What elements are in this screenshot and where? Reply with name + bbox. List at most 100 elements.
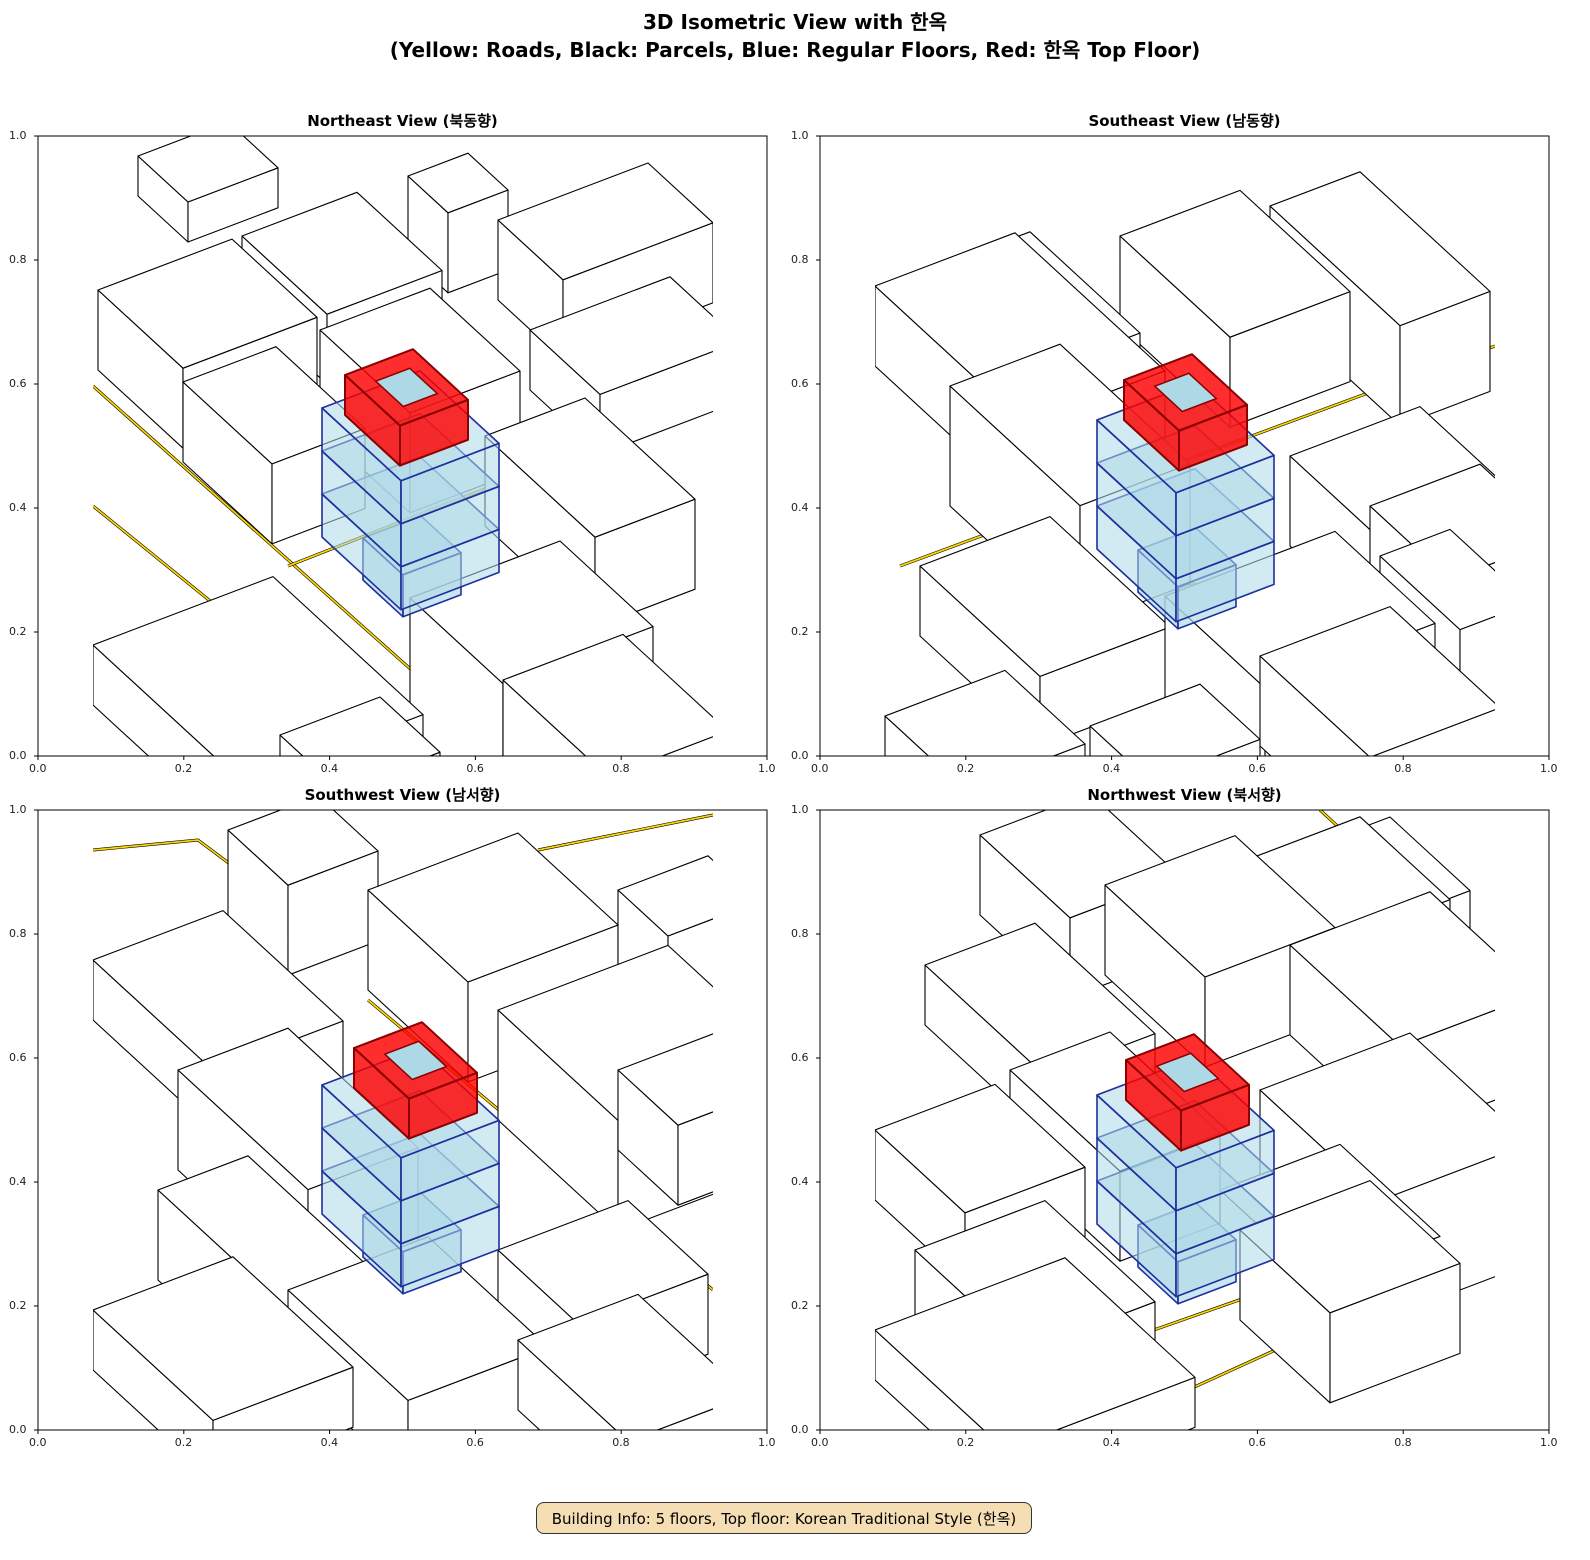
parcel-building-top-face (1239, 1180, 1461, 1314)
x-tick-label: 1.0 (1540, 1436, 1558, 1449)
scene (875, 171, 1495, 756)
isometric-view (816, 135, 1550, 760)
scene (93, 136, 713, 756)
parcel-building-top-face (1269, 171, 1491, 327)
scene (93, 810, 713, 1430)
y-tick-label: 0.6 (791, 1051, 809, 1064)
parcel-building-top-face (617, 1033, 713, 1126)
x-tick-label: 0.8 (612, 1436, 630, 1449)
x-tick-label: 0.0 (811, 1436, 829, 1449)
isometric-view (816, 809, 1550, 1434)
parcel-building-top-face (137, 136, 279, 203)
parcel-building-top-face (1289, 891, 1495, 1047)
parcel-building-top-face (529, 276, 713, 395)
parcel-building-top-face (875, 1257, 1196, 1430)
y-tick-label: 0.6 (791, 377, 809, 390)
parcel-building-top-face (1119, 189, 1351, 338)
x-tick-label: 0.6 (466, 762, 484, 775)
y-tick-label: 0.8 (9, 253, 27, 266)
y-tick-label: 1.0 (9, 129, 27, 142)
scene (875, 810, 1495, 1430)
x-tick-label: 0.2 (174, 1436, 193, 1449)
parcel-building-top-face (93, 910, 344, 1071)
isometric-view (34, 809, 768, 1434)
y-tick-label: 0.6 (9, 377, 27, 390)
x-tick-label: 0.6 (1248, 762, 1266, 775)
x-tick-label: 0.4 (320, 1436, 339, 1449)
x-tick-label: 0.2 (956, 762, 975, 775)
y-tick-label: 0.4 (9, 501, 27, 514)
parcel-building-top-face (497, 162, 713, 281)
parcel-building-top-face (93, 1256, 354, 1421)
building-info-box: Building Info: 5 floors, Top floor: Kore… (536, 1502, 1032, 1534)
parcel-building-front-face (677, 1111, 713, 1206)
y-tick-label: 0.0 (791, 749, 809, 762)
x-tick-label: 0.4 (1102, 1436, 1121, 1449)
axes-frame (37, 809, 768, 1431)
panel-title: Northwest View (북서향) (1087, 786, 1282, 804)
figure-title: 3D Isometric View with 한옥 (643, 10, 947, 34)
x-tick-label: 1.0 (758, 762, 776, 775)
x-tick-label: 0.0 (29, 1436, 47, 1449)
parcel-building-top-face (279, 696, 441, 756)
y-tick-label: 0.8 (791, 253, 809, 266)
y-tick-label: 0.6 (9, 1051, 27, 1064)
x-tick-label: 0.0 (29, 762, 47, 775)
parcel-building-top-face (502, 633, 713, 756)
x-tick-label: 0.2 (956, 1436, 975, 1449)
y-tick-label: 0.0 (791, 1423, 809, 1436)
road-line (537, 814, 713, 851)
parcel-building-top-face (227, 810, 379, 886)
y-tick-label: 0.0 (9, 1423, 27, 1436)
hanok-courtyard (1153, 372, 1218, 413)
y-tick-label: 0.2 (9, 1299, 27, 1312)
parcel-building-top-face (884, 669, 1086, 756)
parcel-building-top-face (617, 855, 713, 937)
view-panel: 0.0 0.2 0.4 0.6 0.8 1.0 0.0 0.2 0.4 0.6 0.8 1.0 (791, 803, 1558, 1449)
panel-title: Southeast View (남동향) (1088, 112, 1281, 130)
parcel-building-top-face (1089, 683, 1261, 756)
x-tick-label: 0.8 (1394, 1436, 1412, 1449)
parcel-building-top-face (517, 1293, 713, 1430)
y-tick-label: 1.0 (791, 129, 809, 142)
y-tick-label: 1.0 (791, 803, 809, 816)
hanok-courtyard (383, 1040, 448, 1081)
figure-subtitle: (Yellow: Roads, Black: Parcels, Blue: Re… (389, 38, 1201, 62)
y-tick-label: 0.2 (791, 1299, 809, 1312)
y-tick-label: 1.0 (9, 803, 27, 816)
y-tick-label: 0.8 (791, 927, 809, 940)
parcel-building-top-face (241, 191, 443, 315)
hanok-courtyard (1155, 1052, 1220, 1093)
x-tick-label: 1.0 (1540, 762, 1558, 775)
parcel-building-top-face (497, 1200, 709, 1325)
y-tick-label: 0.4 (9, 1175, 27, 1188)
parcel-building-top-face (97, 238, 318, 369)
y-tick-label: 0.4 (791, 1175, 809, 1188)
x-tick-label: 0.4 (1102, 762, 1121, 775)
x-tick-label: 0.6 (466, 1436, 484, 1449)
axes-frame (819, 809, 1550, 1431)
axes-frame (819, 135, 1550, 757)
x-tick-label: 0.8 (612, 762, 630, 775)
y-tick-label: 0.2 (9, 625, 27, 638)
parcel-building-top-face (1379, 528, 1495, 631)
parcel-building-top-face (484, 397, 696, 538)
y-tick-label: 0.2 (791, 625, 809, 638)
parcel-building-top-face (407, 152, 509, 214)
isometric-view (34, 135, 768, 760)
x-tick-label: 0.0 (811, 762, 829, 775)
x-tick-label: 1.0 (758, 1436, 776, 1449)
panel-title: Northeast View (북동향) (307, 112, 498, 130)
x-tick-label: 0.4 (320, 762, 339, 775)
x-tick-label: 0.8 (1394, 762, 1412, 775)
x-tick-label: 0.2 (174, 762, 193, 775)
parcel-building-top-face (93, 576, 424, 756)
parcel-building-top-face (875, 1083, 1086, 1214)
x-tick-label: 0.6 (1248, 1436, 1266, 1449)
panel-title: Southwest View (남서향) (304, 786, 501, 804)
parcel-building-top-face (1259, 606, 1495, 756)
